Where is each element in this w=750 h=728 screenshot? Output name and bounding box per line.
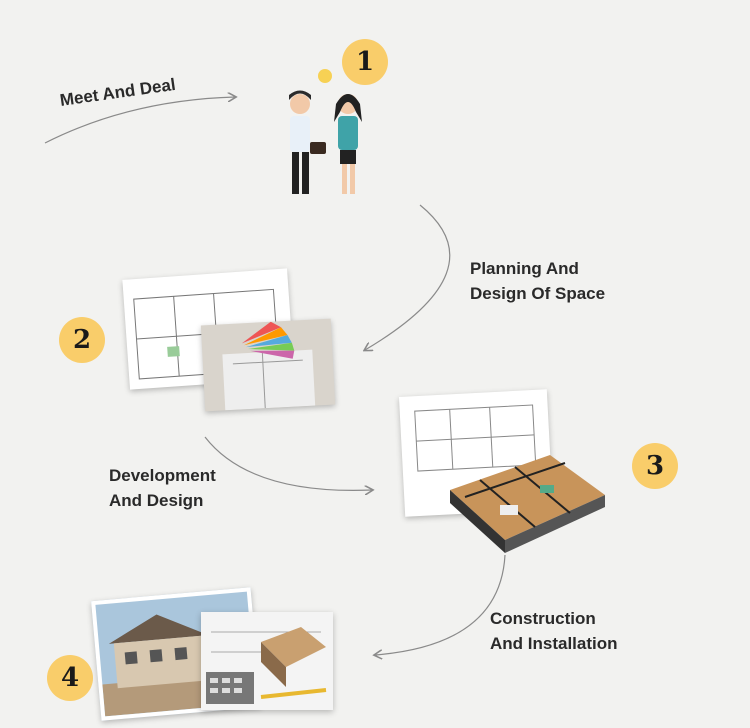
arrow-3 [204, 436, 372, 490]
arrow-1 [44, 97, 235, 144]
handshake-illustration [289, 69, 362, 194]
3d-floorplan-model [450, 455, 605, 553]
step-4-badge: 4 [47, 655, 93, 701]
step-3-badge: 3 [632, 443, 678, 489]
model-and-calculator-photo [201, 612, 333, 710]
color-swatch-plans-image [200, 318, 336, 412]
arrow-4 [375, 554, 506, 655]
step-1-badge: 1 [342, 39, 388, 85]
arrow-2 [365, 204, 451, 350]
floorplan-drawing-image [398, 389, 554, 517]
step-2-badge: 2 [59, 317, 105, 363]
